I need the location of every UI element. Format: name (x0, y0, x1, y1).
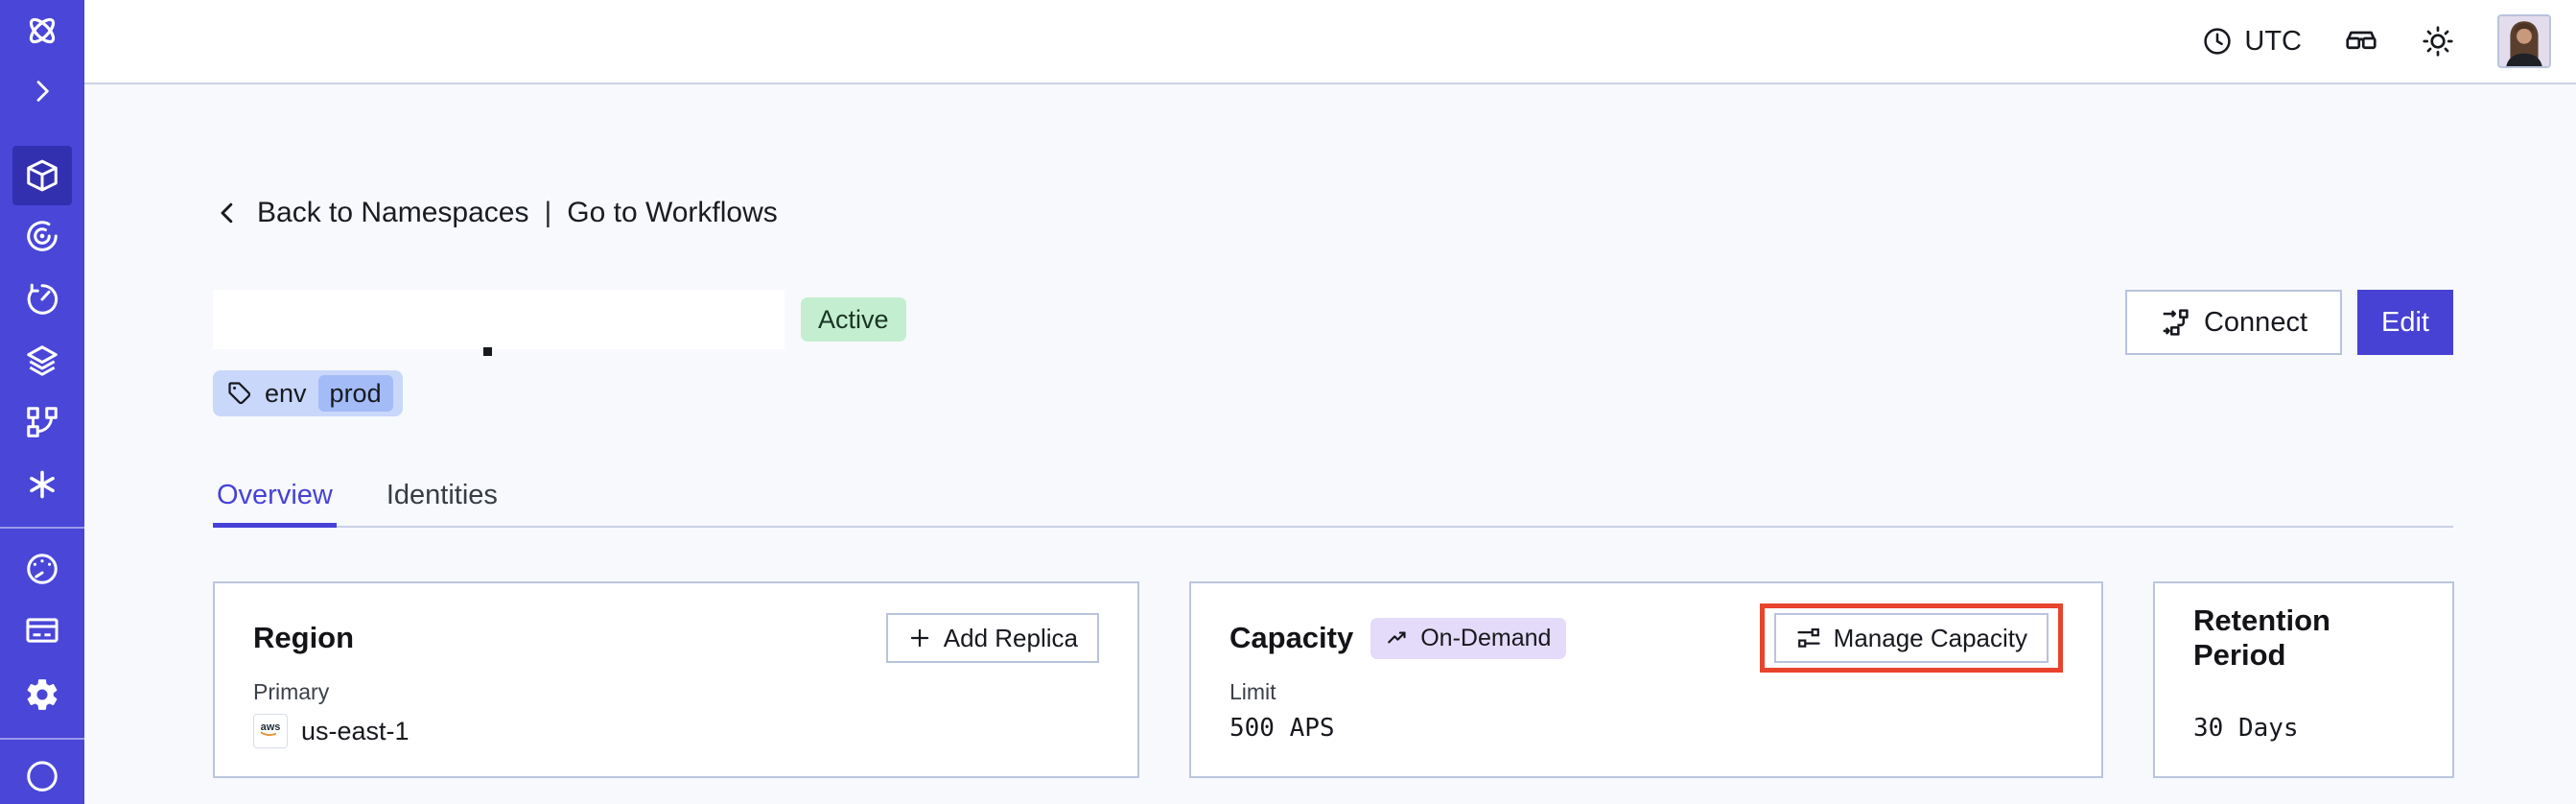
namespace-header: Active Connect Edit (213, 290, 2453, 356)
tag-icon (228, 382, 251, 405)
asterisk-icon (30, 470, 55, 499)
sidebar-item-profile[interactable] (0, 744, 84, 804)
on-demand-badge-label: On-Demand (1420, 624, 1552, 651)
trending-up-icon (1388, 631, 1406, 644)
breadcrumb-separator: | (544, 197, 552, 228)
namespace-name-dot (483, 347, 492, 356)
sidebar-divider (0, 527, 84, 529)
sidebar-collapse-chevron-icon[interactable] (0, 61, 84, 123)
circle-icon (27, 761, 58, 792)
on-demand-badge: On-Demand (1370, 617, 1567, 659)
sidebar-item-settings[interactable] (0, 664, 84, 725)
user-avatar[interactable] (2497, 14, 2551, 68)
connect-button-label: Connect (2203, 306, 2307, 338)
breadcrumb: Back to Namespaces | Go to Workflows (213, 192, 2453, 234)
go-to-workflows-link[interactable]: Go to Workflows (567, 197, 778, 228)
back-chevron-icon[interactable] (213, 199, 242, 227)
sidebar-item-batch-operations[interactable] (0, 391, 84, 453)
retention-card: Retention Period 30 Days (2153, 581, 2454, 778)
tab-identities[interactable]: Identities (386, 480, 498, 510)
cube-icon (27, 159, 58, 192)
plus-icon (910, 628, 929, 648)
clock-reload-icon (27, 283, 59, 315)
sidebar-item-deployments[interactable] (0, 331, 84, 392)
sliders-icon (1797, 628, 1820, 648)
capacity-card: Capacity On-Demand (1189, 581, 2103, 778)
aws-logo-icon: aws (253, 714, 288, 748)
sidebar-item-usage[interactable] (0, 538, 84, 600)
sidebar-item-namespaces[interactable] (0, 145, 84, 206)
topbar: UTC (84, 0, 2576, 84)
region-value: us-east-1 (301, 716, 410, 745)
tab-bar: Overview Identities (213, 480, 2453, 528)
retention-card-title: Retention Period (2193, 603, 2330, 672)
layers-icon (27, 345, 58, 377)
tag-key: env (265, 378, 307, 408)
spiral-icon (27, 221, 58, 252)
sidebar-item-billing[interactable] (0, 601, 84, 662)
temporal-logo-icon[interactable] (0, 0, 84, 61)
region-primary-label: Primary (253, 679, 330, 704)
tag-value: prod (317, 375, 393, 412)
manage-capacity-label: Manage Capacity (1833, 623, 2027, 652)
manage-capacity-button[interactable]: Manage Capacity (1773, 613, 2049, 663)
sidebar-item-nexus-services[interactable] (0, 455, 84, 516)
red-annotation-box: Manage Capacity (1759, 603, 2063, 673)
add-replica-label: Add Replica (943, 623, 1078, 652)
back-to-namespaces-link[interactable]: Back to Namespaces (257, 197, 529, 228)
namespace-name-redacted (213, 290, 785, 349)
gear-icon (27, 678, 58, 710)
region-card: Region Add Replica Primary (213, 581, 1139, 778)
timezone-selector[interactable]: UTC (2202, 26, 2302, 58)
sidebar-item-schedules[interactable] (0, 269, 84, 330)
add-replica-button[interactable]: Add Replica (885, 613, 1099, 663)
theme-toggle-sun-icon[interactable] (2421, 24, 2455, 59)
svg-text:aws: aws (261, 721, 281, 733)
region-card-title: Region (253, 621, 355, 654)
timezone-label: UTC (2244, 25, 2302, 57)
status-badge: Active (801, 297, 906, 342)
clock-icon (2204, 28, 2232, 55)
sidebar (0, 0, 84, 804)
connect-button[interactable]: Connect (2125, 290, 2342, 355)
labs-glasses-icon[interactable] (2344, 24, 2378, 59)
capacity-card-title: Capacity (1229, 621, 1354, 654)
tab-overview[interactable]: Overview (213, 480, 337, 528)
sidebar-divider (0, 737, 84, 740)
credit-card-icon (26, 618, 59, 643)
connect-flow-icon (2163, 309, 2189, 336)
main-content: Back to Namespaces | Go to Workflows Act… (84, 84, 2576, 804)
retention-value: 30 Days (2193, 714, 2299, 743)
branch-icon (27, 406, 58, 437)
edit-button-label: Edit (2381, 306, 2429, 338)
gauge-icon (27, 553, 58, 584)
sidebar-item-nexus[interactable] (0, 206, 84, 268)
namespace-tag: env prod (213, 370, 403, 416)
capacity-limit-label: Limit (1229, 679, 1276, 704)
summary-cards: Region Add Replica Primary (213, 581, 2454, 778)
capacity-value: 500 APS (1229, 714, 1335, 743)
edit-button[interactable]: Edit (2357, 290, 2453, 355)
